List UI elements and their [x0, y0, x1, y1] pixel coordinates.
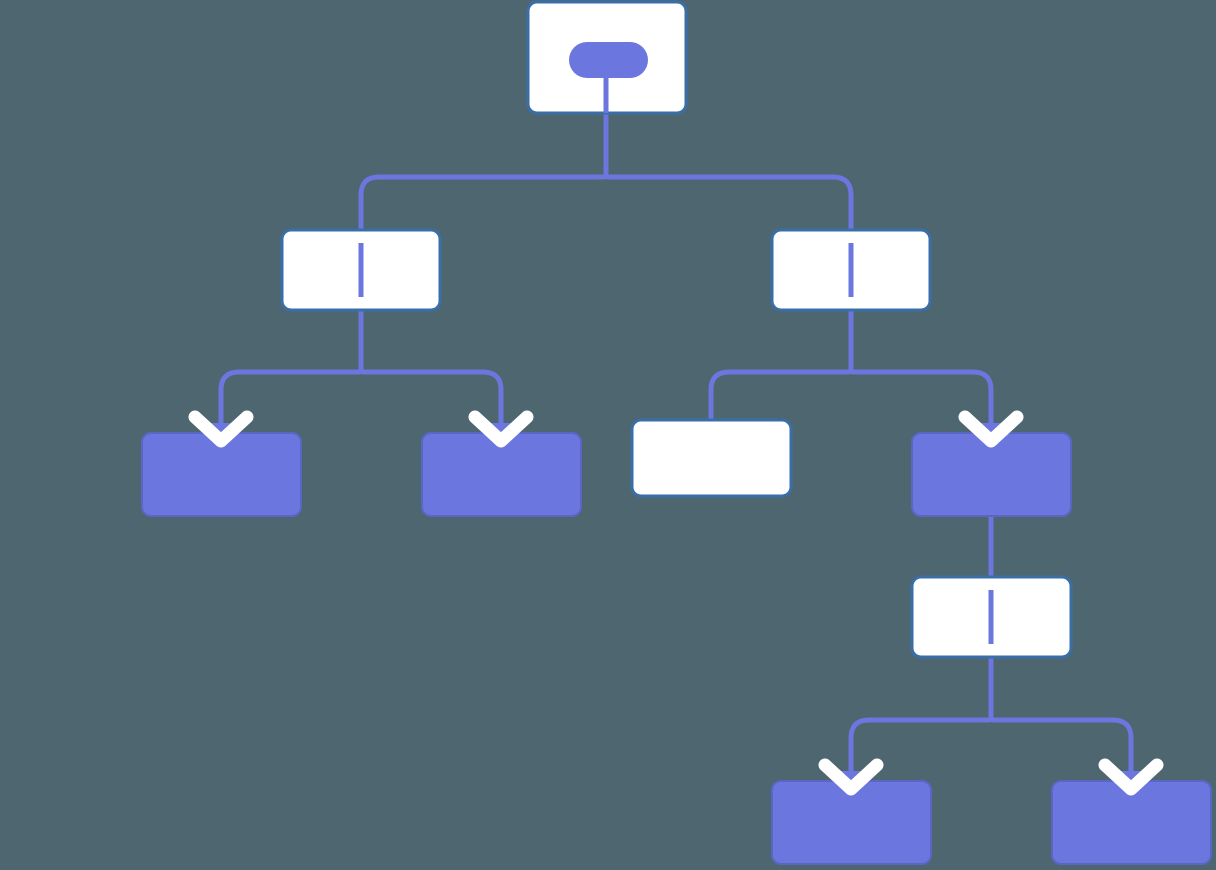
chevron-down-icon: [1098, 758, 1164, 796]
level2-open-node[interactable]: [630, 418, 793, 498]
chevron-down-icon: [958, 410, 1024, 448]
arrow-down-icon: [958, 410, 1024, 448]
edge-layer: [218, 113, 1134, 781]
arrow-down-icon: [1098, 758, 1164, 796]
level3-open-node[interactable]: [910, 575, 1073, 659]
edge-level3-to-leaf-b: [988, 644, 1134, 781]
arrow-down-icon: [818, 758, 884, 796]
chevron-down-icon: [818, 758, 884, 796]
edge-root-to-level1-right: [603, 113, 854, 243]
root-node[interactable]: [526, 0, 688, 115]
arrow-down-icon: [468, 410, 534, 448]
level1-left-node[interactable]: [280, 228, 442, 312]
arrow-marker-layer: [188, 410, 1164, 796]
level1-right-node[interactable]: [770, 228, 932, 312]
node-body[interactable]: [630, 418, 793, 498]
edge-level1-right-to-leaf-d: [848, 297, 994, 433]
root-pill-shape: [569, 42, 648, 78]
chevron-down-icon: [188, 410, 254, 448]
chevron-down-icon: [468, 410, 534, 448]
edge-level1-left-to-leaf-b: [358, 297, 504, 433]
arrow-down-icon: [188, 410, 254, 448]
node-layer: [141, 0, 1212, 865]
